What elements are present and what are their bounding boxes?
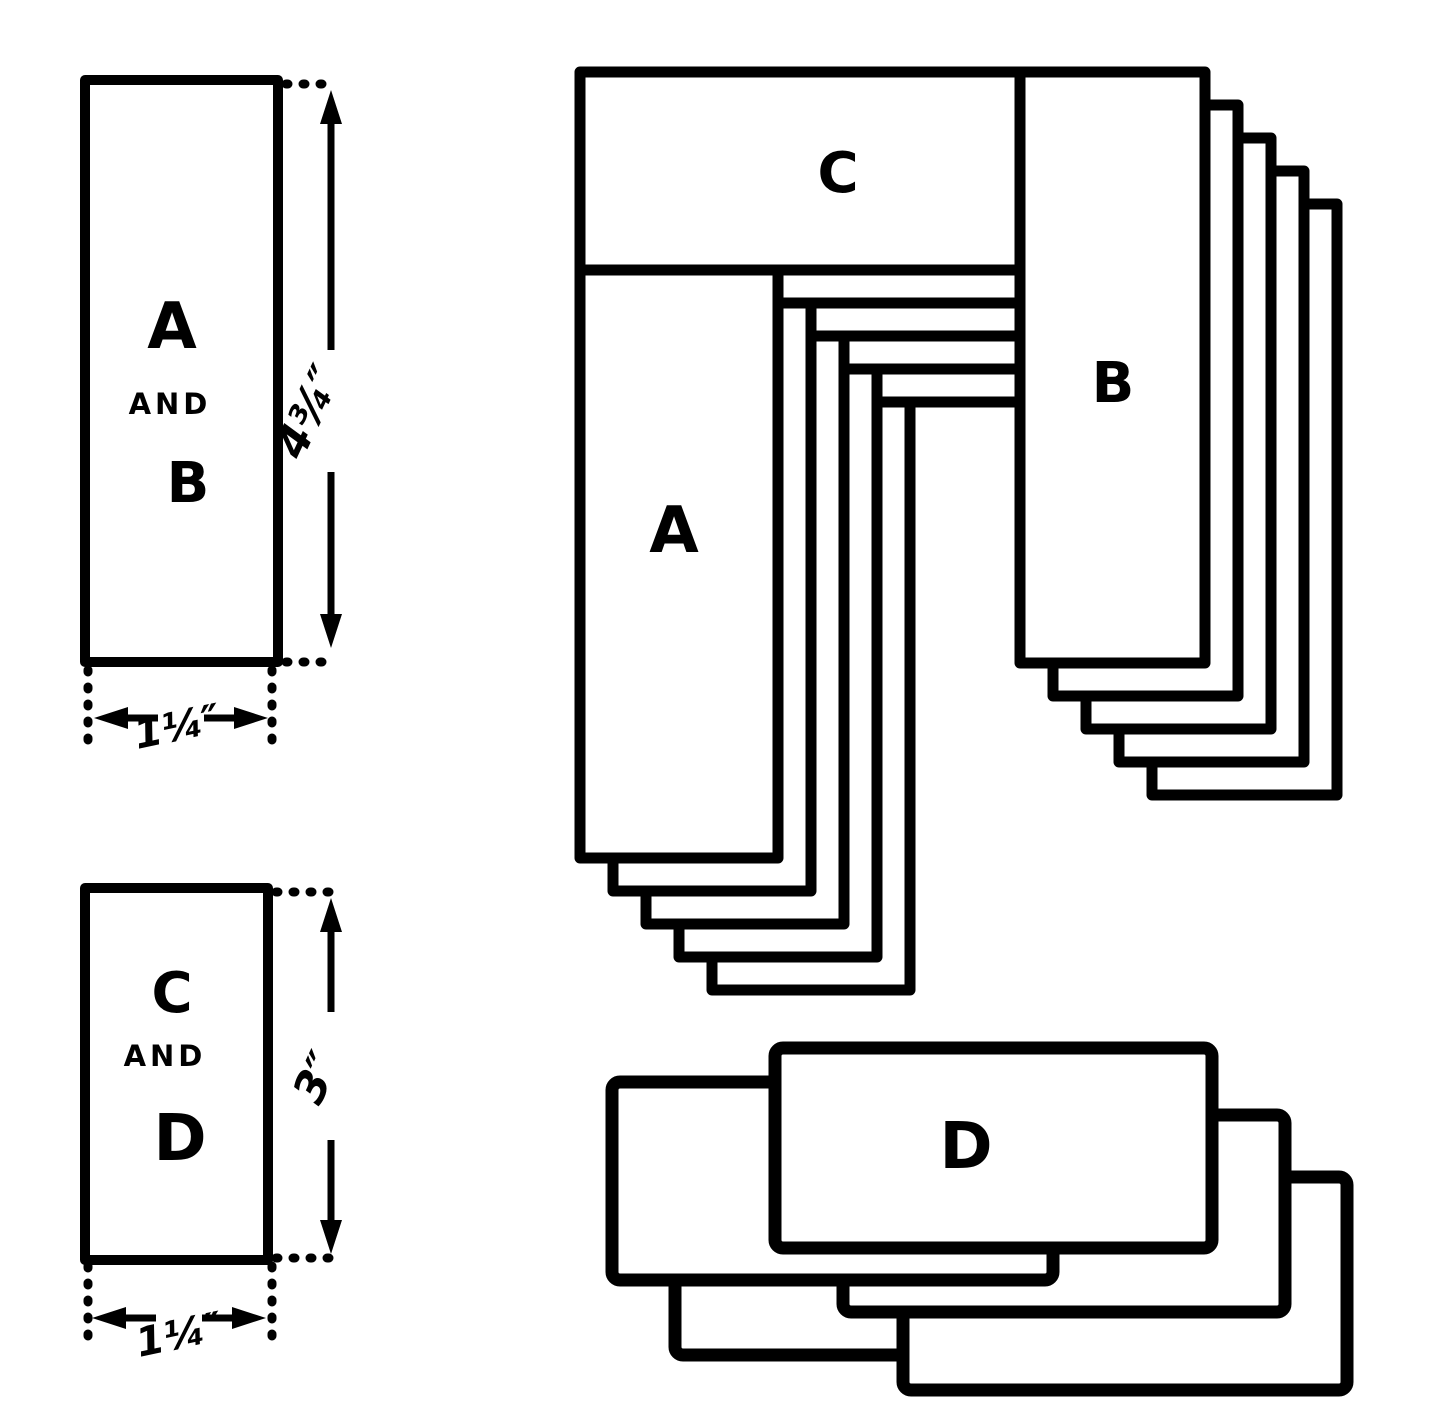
- dimension-width-ab-value: 1¼″: [130, 696, 225, 759]
- d-stack-label: D: [939, 1110, 992, 1184]
- piece-c-layer1: [574, 66, 1026, 276]
- template-cd-outline: [80, 883, 273, 1265]
- template-cd-label-d: D: [153, 1102, 206, 1176]
- assembly-label-c: C: [817, 141, 858, 206]
- assembly-label-a: A: [649, 494, 699, 568]
- arrowhead-down: [320, 614, 342, 648]
- assembly-label-b: B: [1092, 351, 1135, 416]
- arrowhead-right: [234, 707, 268, 729]
- d-plate-1: [768, 1041, 1219, 1255]
- template-c-and-d: C AND D 3″ 1¼″: [80, 883, 351, 1367]
- template-cd-label-c: C: [151, 961, 192, 1026]
- dimension-length-cd-value: 3″: [283, 1044, 351, 1111]
- d-plate-stack: D: [605, 1041, 1354, 1397]
- dimension-width-cd-value: 1¼″: [132, 1304, 227, 1367]
- dimension-width-cd: 1¼″: [83, 1261, 277, 1367]
- piece-a-layer1: [574, 264, 784, 864]
- template-ab-label-a: A: [147, 290, 197, 364]
- template-ab-outline: [80, 75, 283, 667]
- template-cd-label-and: AND: [124, 1039, 207, 1073]
- template-ab-label-b: B: [167, 451, 210, 516]
- arrowhead-up: [320, 90, 342, 124]
- arrowhead-left: [94, 707, 128, 729]
- arrowhead-down: [320, 1220, 342, 1254]
- arrowhead-up: [320, 898, 342, 932]
- arrowhead-right: [232, 1307, 266, 1329]
- arrowhead-left: [92, 1307, 126, 1329]
- template-ab-label-and: AND: [129, 387, 212, 421]
- template-a-and-b: A AND B 4¾″ 1¼″: [80, 75, 352, 759]
- piece-b-layer1: [1014, 66, 1211, 669]
- core-assembly: C A B: [574, 66, 1343, 996]
- dimension-width-ab: 1¼″: [83, 665, 277, 759]
- dimension-length-cd: 3″: [283, 898, 351, 1254]
- lamination-layer-1: [574, 66, 1211, 864]
